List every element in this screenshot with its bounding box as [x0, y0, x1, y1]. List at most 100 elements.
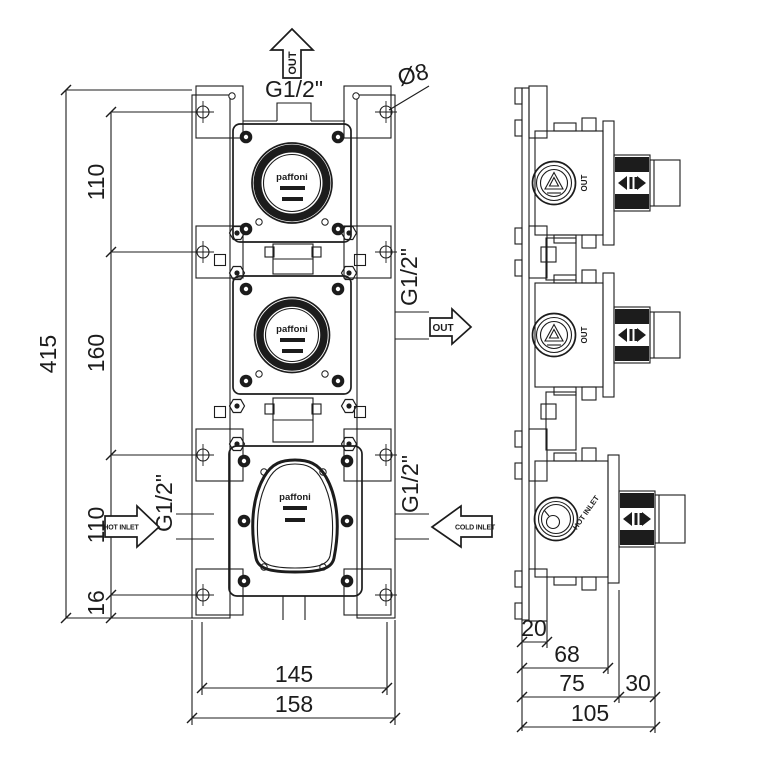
- bolt-icon: [237, 514, 251, 528]
- dim-145-label: 145: [275, 661, 313, 687]
- side-dimensions: 20 68 75 30 105: [516, 547, 661, 733]
- module-connector-2: [228, 397, 358, 452]
- bracket-hole-icon: [228, 92, 236, 100]
- pin-hole-icon: [255, 370, 263, 378]
- out-arrow-up-label: OUT: [287, 51, 299, 75]
- cold-thread-label: G1/2": [397, 455, 423, 513]
- square-hole-icon: [353, 405, 367, 419]
- dim-110-top-label: 110: [83, 164, 109, 201]
- left-rail: [191, 94, 231, 619]
- mounting-hole-icon: [191, 100, 215, 124]
- bolt-icon: [237, 454, 251, 468]
- mounting-hole-icon: [374, 240, 398, 264]
- bolt-icon: [331, 282, 345, 296]
- arrow-right-icon: [637, 176, 646, 190]
- cartridge-inner-outline: [256, 463, 334, 569]
- out-arrow-up: OUT: [268, 27, 316, 79]
- valve-module-top: paffoni: [232, 123, 352, 243]
- dim-415-label: 415: [35, 335, 61, 373]
- hot-inlet-port: G1/2": [151, 474, 214, 540]
- side-connector-tab: [540, 246, 557, 263]
- brand-label: paffoni: [276, 172, 308, 183]
- mounting-hole-icon: [374, 583, 398, 607]
- side-wall-plate: [514, 85, 548, 622]
- mounting-hole-icon: [191, 443, 215, 467]
- right-rail: [356, 94, 396, 619]
- mounting-hole-icon: [374, 443, 398, 467]
- cartridge-outline: [251, 458, 339, 574]
- pin-hole-icon: [321, 218, 329, 226]
- pin-hole-icon: [321, 370, 329, 378]
- bolt-icon: [239, 374, 253, 388]
- valve-module-bottom: paffoni: [228, 445, 363, 620]
- dim-20-label: 20: [521, 615, 547, 641]
- bolt-icon: [331, 374, 345, 388]
- module-connector-1: [228, 225, 358, 281]
- dim-75-label: 75: [559, 670, 585, 696]
- hot-inlet-arrow: HOT INLET: [103, 504, 161, 549]
- label-text-bar: [280, 338, 305, 342]
- handle-triangle-icon: [544, 323, 564, 346]
- side-out-top-label: OUT: [580, 174, 589, 191]
- bolt-icon: [340, 454, 354, 468]
- out-arrow-right: OUT: [429, 307, 473, 346]
- dim-total-height: 415: [35, 84, 192, 624]
- label-text-bar: [285, 518, 305, 522]
- dim-widths: 145 158: [186, 620, 401, 725]
- key-slot-icon: [543, 509, 561, 530]
- mounting-hole-icon: [191, 240, 215, 264]
- dim-68-label: 68: [554, 641, 580, 667]
- mid-outlet-port: G1/2": [395, 248, 429, 340]
- hole-diameter-label: Ø8: [395, 58, 431, 91]
- pin-hole-icon: [255, 218, 263, 226]
- bolt-icon: [239, 130, 253, 144]
- label-text-bar: [282, 197, 303, 201]
- mid-thread-label: G1/2": [396, 248, 422, 306]
- mounting-hole-icon: [191, 583, 215, 607]
- bolt-icon: [331, 130, 345, 144]
- square-hole-icon: [213, 253, 227, 267]
- valve-module-middle: paffoni: [232, 275, 352, 395]
- dim-105-label: 105: [571, 700, 609, 726]
- arrow-right-icon: [637, 328, 646, 342]
- side-out-mid-label: OUT: [580, 326, 589, 343]
- label-text-bar: [283, 506, 307, 510]
- hex-bolt-icon: [228, 398, 246, 414]
- arrow-left-icon: [618, 176, 627, 190]
- out-arrow-right-label: OUT: [432, 323, 453, 334]
- dim-30-label: 30: [625, 670, 651, 696]
- bolt-icon: [239, 282, 253, 296]
- dim-hole-chain: 110 160 110 16: [83, 106, 192, 624]
- arrow-right-icon: [642, 512, 651, 526]
- mounting-hole-icon: [374, 100, 398, 124]
- cold-inlet-port: G1/2": [395, 455, 429, 540]
- dim-160-label: 160: [83, 334, 109, 372]
- arrow-left-icon: [618, 328, 627, 342]
- handle-triangle-icon: [544, 171, 564, 194]
- square-hole-icon: [213, 405, 227, 419]
- top-thread-label: G1/2": [265, 76, 323, 102]
- dim-16-label: 16: [83, 590, 109, 616]
- front-view: paffoni paffoni: [35, 27, 496, 725]
- side-connector-tab: [540, 403, 557, 420]
- square-hole-icon: [353, 253, 367, 267]
- side-module-bottom: HOT INLET: [533, 447, 686, 591]
- bolt-icon: [340, 514, 354, 528]
- top-outlet-port: [243, 102, 345, 122]
- cold-inlet-arrow: COLD INLET: [430, 504, 496, 549]
- side-hot-inlet-label: HOT INLET: [571, 493, 601, 531]
- bolt-icon: [237, 574, 251, 588]
- label-text-bar: [282, 349, 303, 353]
- side-connector-2: [545, 391, 577, 451]
- bracket-hole-icon: [352, 92, 360, 100]
- side-view: OUT: [514, 85, 686, 733]
- hot-inlet-label: HOT INLET: [103, 525, 139, 532]
- arrow-left-icon: [623, 512, 632, 526]
- side-connector-1: [545, 237, 577, 281]
- dim-158-label: 158: [275, 691, 313, 717]
- cold-inlet-label: COLD INLET: [455, 525, 496, 532]
- bolt-icon: [340, 574, 354, 588]
- brand-label: paffoni: [279, 492, 311, 503]
